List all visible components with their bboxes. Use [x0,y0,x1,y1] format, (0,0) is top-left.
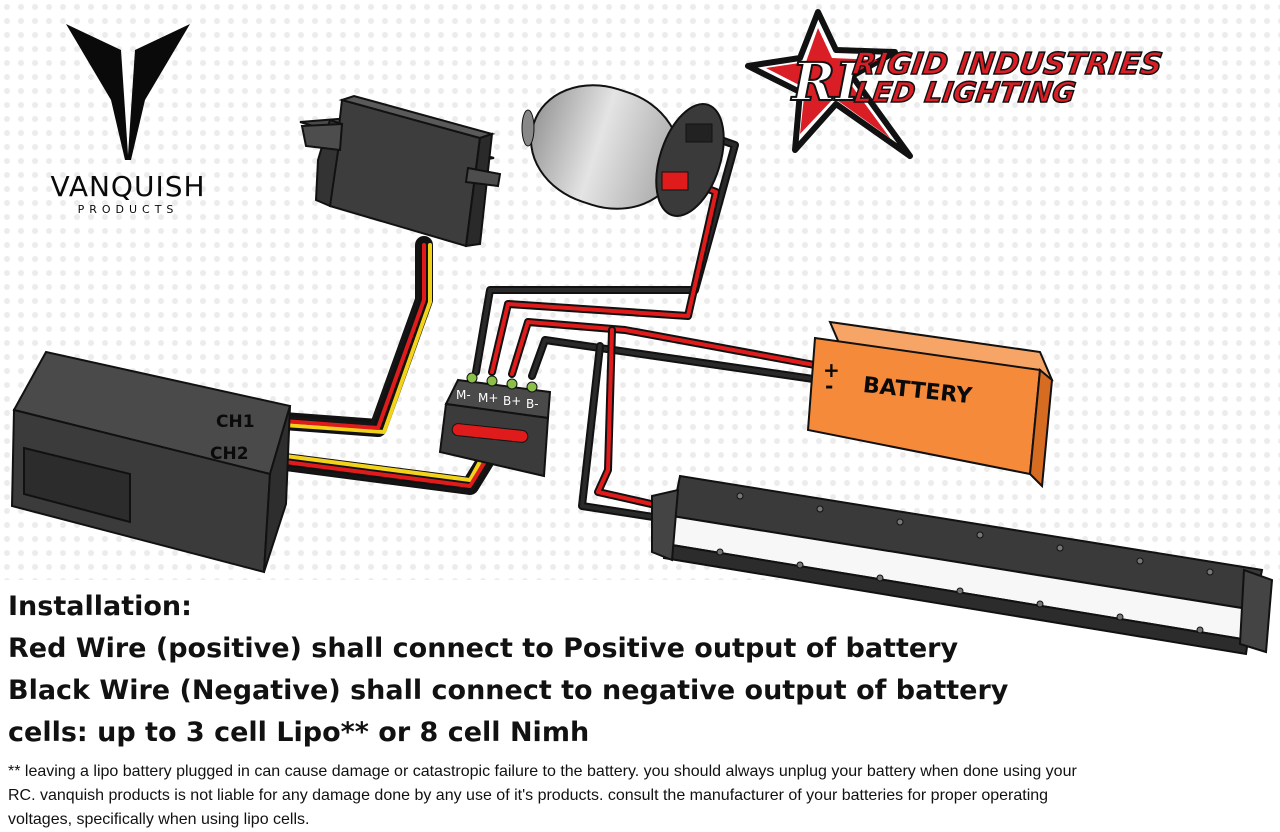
led-light-bar [651,474,1274,656]
terminal-label-m-neg: M- [456,388,471,402]
rigid-ri-monogram: RI [790,52,861,113]
servo-lead-red [268,243,426,430]
rigid-logo-line1: RIGID INDUSTRIES [850,47,1164,82]
vanquish-logo: VANQUISH PRODUCTS [50,24,205,216]
ch2-lead-black [268,460,492,494]
terminal-label-b-pos: B+ [503,394,521,408]
module-led-bar [451,423,529,443]
motor [521,84,725,217]
battery-negative-symbol: - [825,374,833,398]
wires [261,130,824,522]
rigid-industries-logo: RI RIGID INDUSTRIES LED LIGHTING [745,9,1165,159]
vanquish-logo-text: VANQUISH [50,170,205,203]
battery: BATTERY + - [806,320,1054,489]
terminal-label-b-neg: B- [526,397,539,411]
black-wire-instruction: Black Wire (Negative) shall connect to n… [8,675,1009,706]
ch2-lead-yellow [268,452,484,482]
ch1-label: CH1 [216,412,255,432]
module-terminal-pins [466,372,538,393]
vanquish-logo-subtext: PRODUCTS [78,203,179,216]
servo [299,94,502,248]
ch2-label: CH2 [210,444,249,464]
servo-lead-yellow [268,243,432,434]
motor-terminal-negative [685,123,713,143]
receiver: CH1 CH2 [10,350,292,574]
motor-terminal-positive [661,171,689,191]
ch2-lead-red [268,458,488,488]
switch-module: M- M+ B+ B- [438,372,552,478]
servo-lead-black [268,243,420,426]
installation-heading: Installation: [8,591,192,622]
red-wire-instruction: Red Wire (positive) shall connect to Pos… [8,633,959,664]
terminal-label-m-pos: M+ [478,391,498,405]
cells-instruction: cells: up to 3 cell Lipo** or 8 cell Nim… [8,717,590,748]
rigid-logo-line2: LED LIGHTING [853,76,1078,109]
vanquish-v-mark [66,24,190,160]
installation-instructions: Installation: Red Wire (positive) shall … [8,586,1108,832]
disclaimer-note: ** leaving a lipo battery plugged in can… [8,763,1077,828]
battery-positive-symbol: + [823,358,840,382]
